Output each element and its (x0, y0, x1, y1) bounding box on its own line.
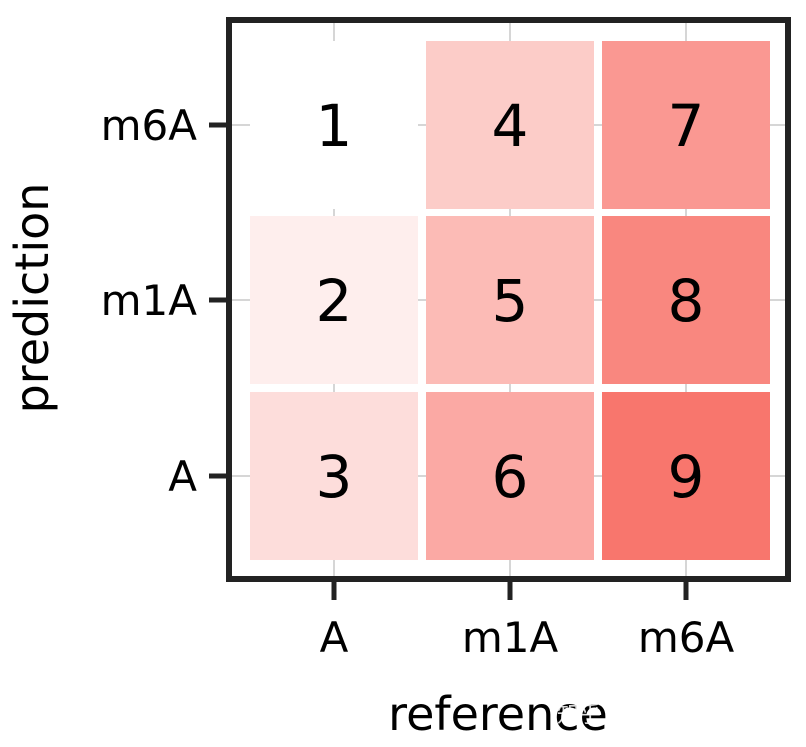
cell-value-label-a-m6a: 1 (316, 92, 353, 160)
watermark: 知乎 @能饮一杯吴先生 (557, 703, 784, 728)
heatmap-cell-m6a-m1a (602, 216, 770, 384)
heatmap-cell-m6a-a (602, 392, 770, 560)
heatmap-cell-a-m6a (250, 41, 418, 209)
heatmap-cell-m1a-m6a (426, 41, 594, 209)
cell-value-label-m1a-a: 6 (492, 443, 529, 511)
heatmap-cell-a-m1a (250, 216, 418, 384)
x-tick-label-m6a: m6A (638, 613, 735, 662)
cell-value-label-m1a-m1a: 5 (492, 267, 529, 335)
heatmap-cell-m1a-m1a (426, 216, 594, 384)
y-axis-title: prediction (5, 183, 59, 414)
cell-value-label-a-m1a: 2 (316, 267, 353, 335)
cell-value-label-m6a-m6a: 7 (668, 92, 705, 160)
heatmap-cell-a-a (250, 392, 418, 560)
x-tick-label-m1a: m1A (462, 613, 559, 662)
x-tick-label-a: A (320, 613, 349, 662)
heatmap-cell-m6a-m6a (602, 41, 770, 209)
cell-value-label-a-a: 3 (316, 443, 353, 511)
y-tick-label-m1a: m1A (101, 276, 198, 325)
y-tick-label-m6a: m6A (101, 101, 198, 150)
cell-value-label-m6a-m1a: 8 (668, 267, 705, 335)
heatmap-cells: 1 2 3 4 5 6 7 8 9 (250, 41, 770, 560)
cell-value-label-m6a-a: 9 (668, 443, 705, 511)
y-tick-label-a: A (168, 452, 197, 501)
x-axis-title: reference (388, 687, 608, 741)
heatmap-cell-m1a-a (426, 392, 594, 560)
cell-value-label-m1a-m6a: 4 (492, 92, 529, 160)
plot-frame (226, 17, 791, 582)
